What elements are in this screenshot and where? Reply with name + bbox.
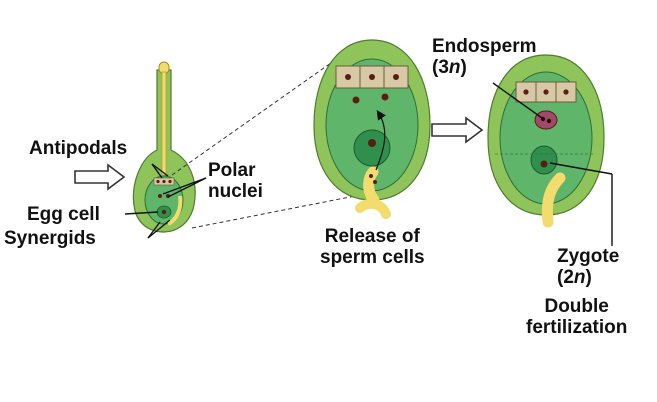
label-synergids: Synergids: [4, 228, 96, 249]
label-antipodals: Antipodals: [29, 138, 128, 159]
label-zygote: Zygote (2n): [557, 246, 619, 288]
label-polar-nuclei-line2: nuclei: [208, 181, 263, 202]
label-endosperm: Endosperm (3n): [432, 36, 537, 78]
label-release-of-sperm-cells: Release of sperm cells: [320, 226, 425, 268]
process-arrow-right: [431, 116, 484, 144]
label-zygote-ploidy: (2n): [557, 267, 592, 288]
process-arrow-left: [74, 163, 126, 191]
label-double-fertilization: Double fertilization: [526, 296, 627, 338]
label-polar-nuclei: Polar nuclei: [208, 160, 263, 202]
label-release-line2: sperm cells: [320, 247, 425, 268]
label-egg-cell: Egg cell: [27, 204, 100, 225]
label-zygote-text: Zygote: [557, 246, 620, 267]
label-release-line1: Release of: [324, 226, 420, 247]
embryo-sac-right: [487, 54, 605, 228]
label-endosperm-ploidy: (3n): [432, 57, 467, 78]
label-polar-nuclei-line1: Polar: [208, 160, 256, 181]
ovule-small: [132, 61, 196, 233]
label-endosperm-text: Endosperm: [432, 36, 537, 57]
label-double-line2: fertilization: [526, 317, 628, 338]
embryo-sac-middle: [313, 39, 431, 219]
label-double-line1: Double: [544, 296, 609, 317]
